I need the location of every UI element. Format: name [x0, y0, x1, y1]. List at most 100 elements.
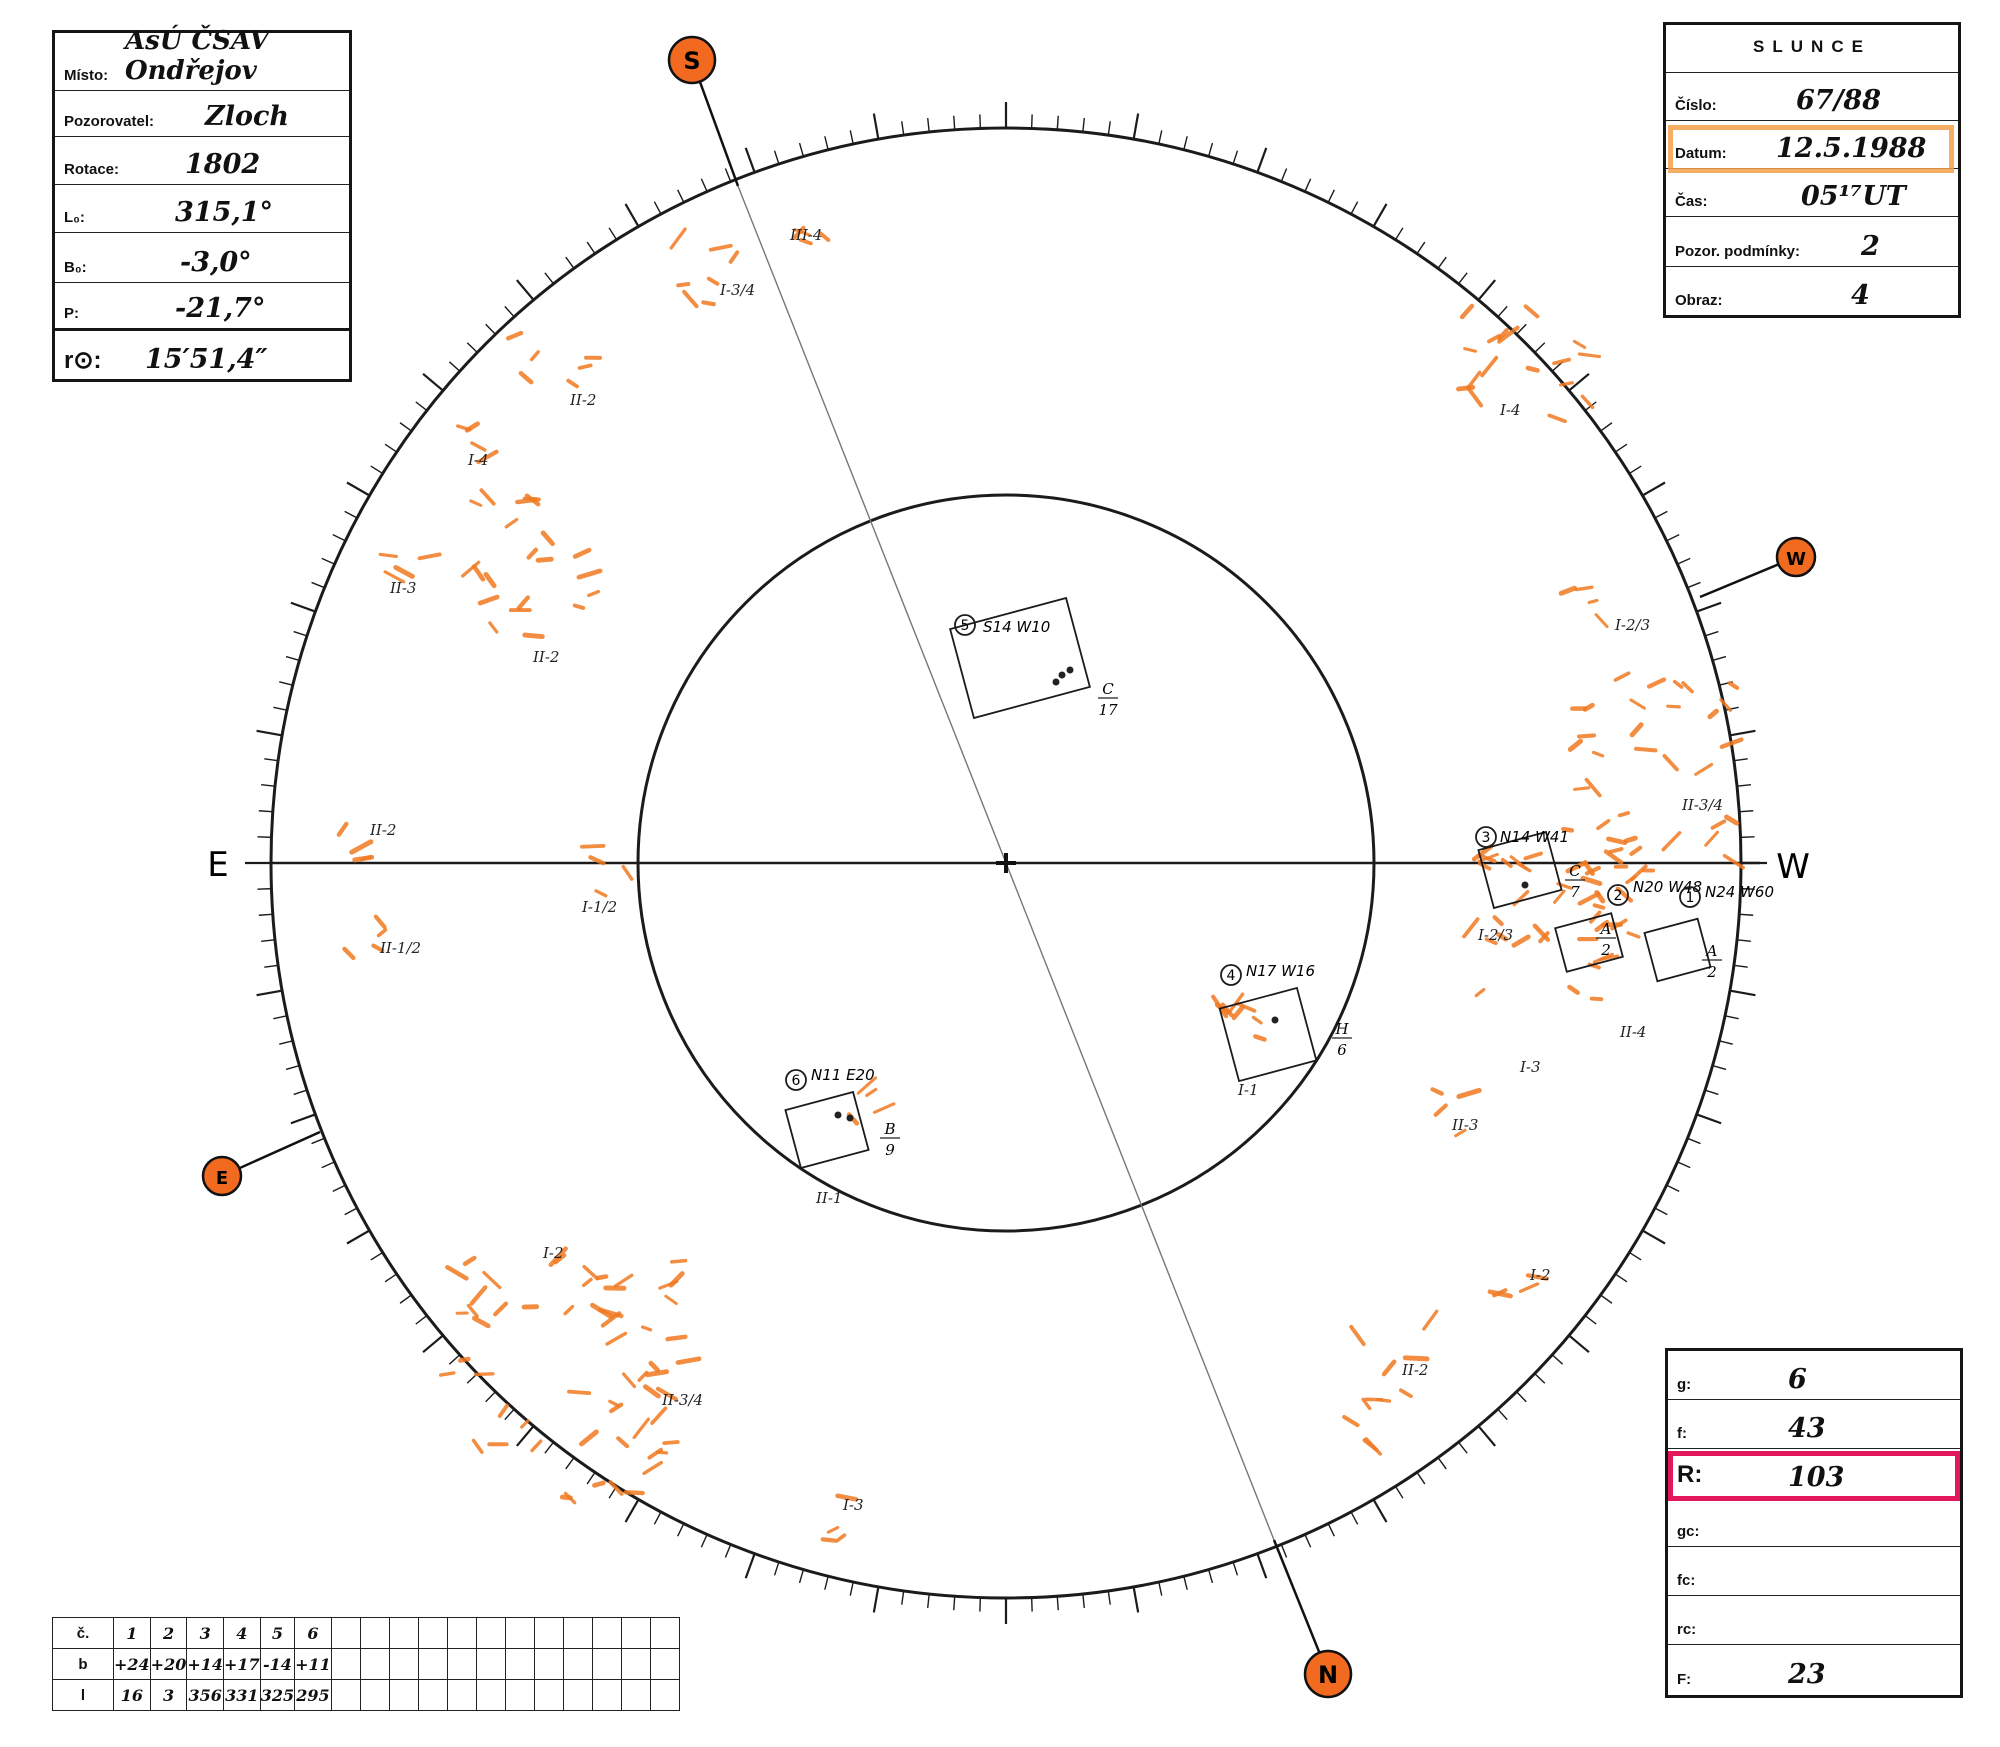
table-cell	[591, 1617, 622, 1649]
svg-text:W: W	[1786, 549, 1806, 570]
limb-tick	[256, 989, 284, 997]
facula-streak	[1626, 931, 1641, 939]
result-label: R:	[1677, 1461, 1703, 1488]
table-row-label: l	[52, 1679, 114, 1711]
facula-streak	[1577, 352, 1602, 359]
facula-streak	[577, 363, 593, 370]
rotace-value: 1802	[185, 149, 261, 180]
facula-streak	[613, 1273, 634, 1288]
facula-label: II-2	[1401, 1361, 1428, 1379]
table-cell: 3	[186, 1617, 225, 1649]
group-position: N14 W41	[1500, 828, 1569, 846]
facula-streak	[477, 594, 500, 606]
facula-streak	[1471, 844, 1494, 862]
group-box	[1554, 912, 1624, 973]
table-cell	[504, 1679, 535, 1711]
l0-label: L₀:	[64, 209, 85, 226]
facula-streak	[872, 1102, 896, 1114]
table-cell	[533, 1648, 564, 1680]
group-number: 4	[1227, 968, 1236, 984]
facula-streak	[1253, 1034, 1267, 1042]
facula-streak	[466, 1303, 479, 1318]
group-spot-count: 2	[1600, 941, 1611, 959]
podminky-label: Pozor. podmínky:	[1675, 243, 1801, 260]
header-box: Místo: AsÚ ČSAV Ondřejov Pozorovatel: Zl…	[52, 26, 352, 382]
group-box	[1643, 917, 1712, 983]
facula-streak	[675, 1356, 702, 1365]
b0-value: -3,0°	[180, 247, 252, 278]
limb-tick	[624, 203, 640, 228]
facula-streak	[1666, 704, 1681, 709]
limb-tick	[1567, 1333, 1590, 1354]
facula-streak	[576, 568, 603, 580]
facula-streak	[650, 1406, 668, 1425]
p-value: -21,7°	[175, 293, 266, 324]
facula-streak	[479, 488, 496, 506]
facula-streak	[548, 1246, 568, 1267]
limb-tick	[1280, 1543, 1288, 1558]
limb-tick	[1723, 706, 1739, 712]
facula-streak	[1574, 585, 1594, 592]
facula-streak	[1553, 889, 1566, 904]
facula-streak	[600, 1311, 622, 1328]
facula-streak	[1430, 1087, 1444, 1096]
facula-streak	[1567, 984, 1580, 995]
facula-streak	[820, 1537, 837, 1543]
limb-tick	[1476, 1424, 1497, 1447]
facula-streak	[1617, 811, 1631, 818]
group-number-circle	[1607, 884, 1629, 906]
facula-streak	[1603, 849, 1624, 865]
result-label: fc:	[1677, 1572, 1696, 1589]
facula-streak	[1577, 891, 1601, 906]
table-cell	[620, 1648, 651, 1680]
table-cell	[504, 1617, 535, 1649]
facula-streak	[818, 231, 831, 242]
facula-label: II-3/4	[1681, 796, 1723, 814]
group-number: 1	[1686, 890, 1695, 906]
facula-streak	[349, 839, 374, 855]
limb-tick	[1695, 601, 1722, 613]
facula-streak	[1497, 325, 1520, 344]
facula-streak	[1584, 777, 1602, 798]
limb-tick	[1082, 1592, 1085, 1608]
result-value: 23	[1788, 1659, 1826, 1690]
facula-streak	[676, 282, 691, 288]
facula-streak	[669, 227, 687, 250]
table-cell	[388, 1617, 419, 1649]
facula-label: II-3/4	[661, 1391, 703, 1409]
group-spot-count: 2	[1706, 963, 1717, 981]
table-cell	[330, 1617, 361, 1649]
facula-streak	[642, 1460, 663, 1476]
table-cell	[359, 1679, 390, 1711]
result-label: g:	[1677, 1376, 1692, 1393]
result-row: f:43	[1668, 1400, 1960, 1449]
facula-streak	[1422, 1309, 1439, 1331]
facula-streak	[1465, 385, 1484, 408]
limb-tick	[346, 1229, 371, 1245]
facula-streak	[530, 1439, 543, 1453]
facula-streak	[371, 943, 385, 953]
limb-tick	[872, 113, 880, 141]
limb-tick	[1372, 1498, 1388, 1523]
facula-streak	[383, 570, 406, 584]
limb-tick	[1732, 758, 1748, 762]
facula-streak	[581, 1277, 593, 1288]
facula-streak	[865, 1087, 878, 1098]
result-row: fc:	[1668, 1547, 1960, 1596]
facula-streak	[587, 589, 601, 598]
group-box	[949, 596, 1091, 720]
group-number-circle	[1679, 886, 1701, 908]
limb-tick	[1728, 989, 1756, 997]
facula-streak	[1661, 831, 1682, 852]
facula-streak	[483, 571, 497, 589]
table-cell	[562, 1617, 593, 1649]
p-label: P:	[64, 305, 79, 322]
facula-streak	[594, 889, 608, 898]
compass-e: E	[201, 1155, 243, 1197]
r0-value: 15′51,4″	[145, 344, 268, 375]
group-spot-count: 6	[1337, 1041, 1347, 1059]
table-cell	[359, 1648, 390, 1680]
table-cell: -14	[259, 1648, 296, 1680]
